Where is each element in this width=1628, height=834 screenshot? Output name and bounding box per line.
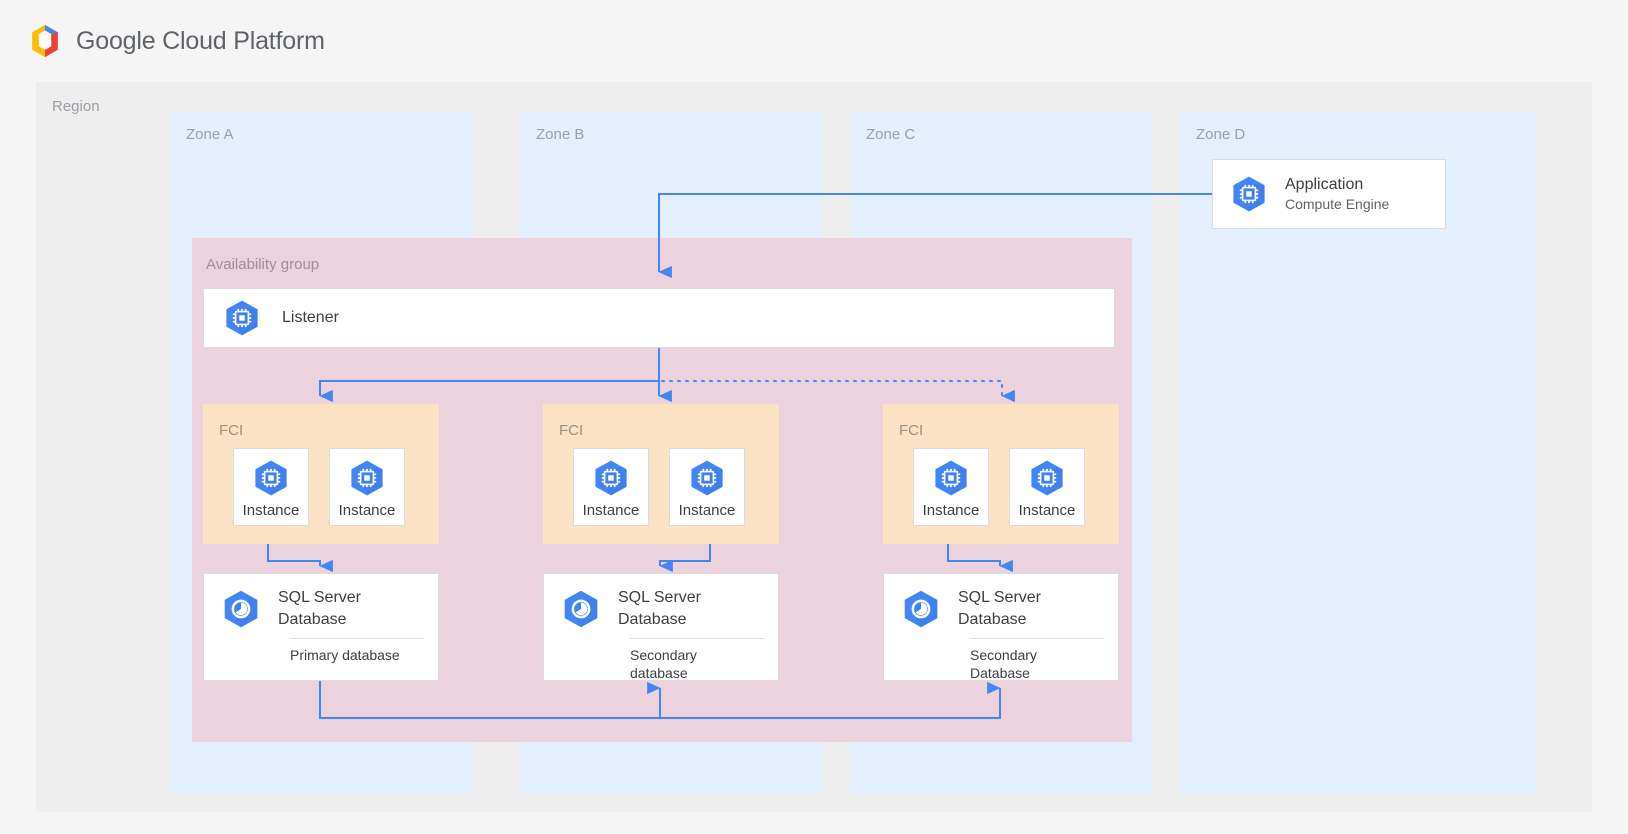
fci-group-c: FCI Instance [883, 404, 1119, 544]
fci-group-b: FCI Instance [543, 404, 779, 544]
fci-a-instance-1[interactable]: Instance [233, 448, 309, 526]
fci-c-instance-2-label: Instance [1018, 501, 1076, 519]
compute-engine-cpu-hexagon-icon [226, 300, 258, 336]
sql-database-c-title-line2: Database [958, 611, 1027, 628]
compute-engine-cpu-hexagon-icon [1031, 460, 1063, 495]
compute-engine-cpu-hexagon-icon [595, 460, 627, 495]
zone-d-label: Zone D [1196, 126, 1246, 143]
compute-engine-cpu-hexagon-icon [1233, 176, 1265, 212]
fci-c-instance-1-label: Instance [922, 501, 980, 519]
compute-engine-cpu-hexagon-icon [351, 460, 383, 495]
fci-b-instance-1-label: Instance [582, 501, 640, 519]
fci-c-instance-2[interactable]: Instance [1009, 448, 1085, 526]
sql-database-c-title-line1: SQL Server [958, 589, 1041, 606]
application-title: Application [1285, 175, 1364, 193]
fci-b-label: FCI [559, 422, 584, 439]
sql-database-b-title-line1: SQL Server [618, 589, 701, 606]
application-subtitle: Compute Engine [1285, 195, 1390, 212]
sql-database-b-title-line2: Database [618, 611, 687, 628]
sql-database-b-role: Secondary database [630, 638, 764, 682]
sql-database-a-title-line2: Database [278, 611, 347, 628]
sql-database-c-role-line2: Database [970, 665, 1030, 682]
application-card[interactable]: Application Compute Engine [1212, 159, 1446, 229]
brand-title: Google Cloud Platform [76, 27, 325, 56]
listener-label: Listener [282, 309, 339, 326]
fci-a-label: FCI [219, 422, 244, 439]
sql-database-b-role-line2: database [630, 665, 688, 682]
sql-database-a-role-line1: Primary database [290, 647, 400, 663]
fci-b-instance-2[interactable]: Instance [669, 448, 745, 526]
availability-group-label: Availability group [206, 256, 320, 273]
sql-database-b-role-line1: Secondary [630, 647, 697, 663]
sql-database-card-c[interactable]: SQL Server Database Secondary Database [883, 573, 1119, 681]
sql-server-database-hexagon-icon [904, 590, 938, 628]
region-label: Region [52, 98, 100, 115]
brand-title-google: Google [76, 26, 163, 55]
compute-engine-cpu-hexagon-icon [691, 460, 723, 495]
fci-c-instance-1[interactable]: Instance [913, 448, 989, 526]
sql-database-c-role-line1: Secondary [970, 647, 1037, 663]
compute-engine-cpu-hexagon-icon [935, 460, 967, 495]
sql-server-database-hexagon-icon [224, 590, 258, 628]
fci-a-instance-2[interactable]: Instance [329, 448, 405, 526]
fci-b-instance-2-label: Instance [678, 501, 736, 519]
gcp-brand: Google Cloud Platform [26, 22, 325, 60]
zone-c-label: Zone C [866, 126, 916, 143]
compute-engine-cpu-hexagon-icon [255, 460, 287, 495]
fci-a-instance-1-label: Instance [242, 501, 300, 519]
fci-group-a: FCI Instance [203, 404, 439, 544]
zone-a-label: Zone A [186, 126, 234, 143]
zone-b-label: Zone B [536, 126, 585, 143]
fci-c-label: FCI [899, 422, 924, 439]
fci-a-instance-2-label: Instance [338, 501, 396, 519]
sql-database-card-a[interactable]: SQL Server Database Primary database [203, 573, 439, 681]
sql-server-database-hexagon-icon [564, 590, 598, 628]
listener-card[interactable]: Listener [203, 288, 1115, 348]
sql-database-c-role: Secondary Database [970, 638, 1104, 682]
sql-database-a-title-line1: SQL Server [278, 589, 361, 606]
google-cloud-hexagon-logo-icon [32, 24, 58, 58]
fci-b-instance-1[interactable]: Instance [573, 448, 649, 526]
sql-database-a-role: Primary database [290, 638, 424, 664]
brand-title-rest: Cloud Platform [162, 26, 325, 55]
sql-database-card-b[interactable]: SQL Server Database Secondary database [543, 573, 779, 681]
